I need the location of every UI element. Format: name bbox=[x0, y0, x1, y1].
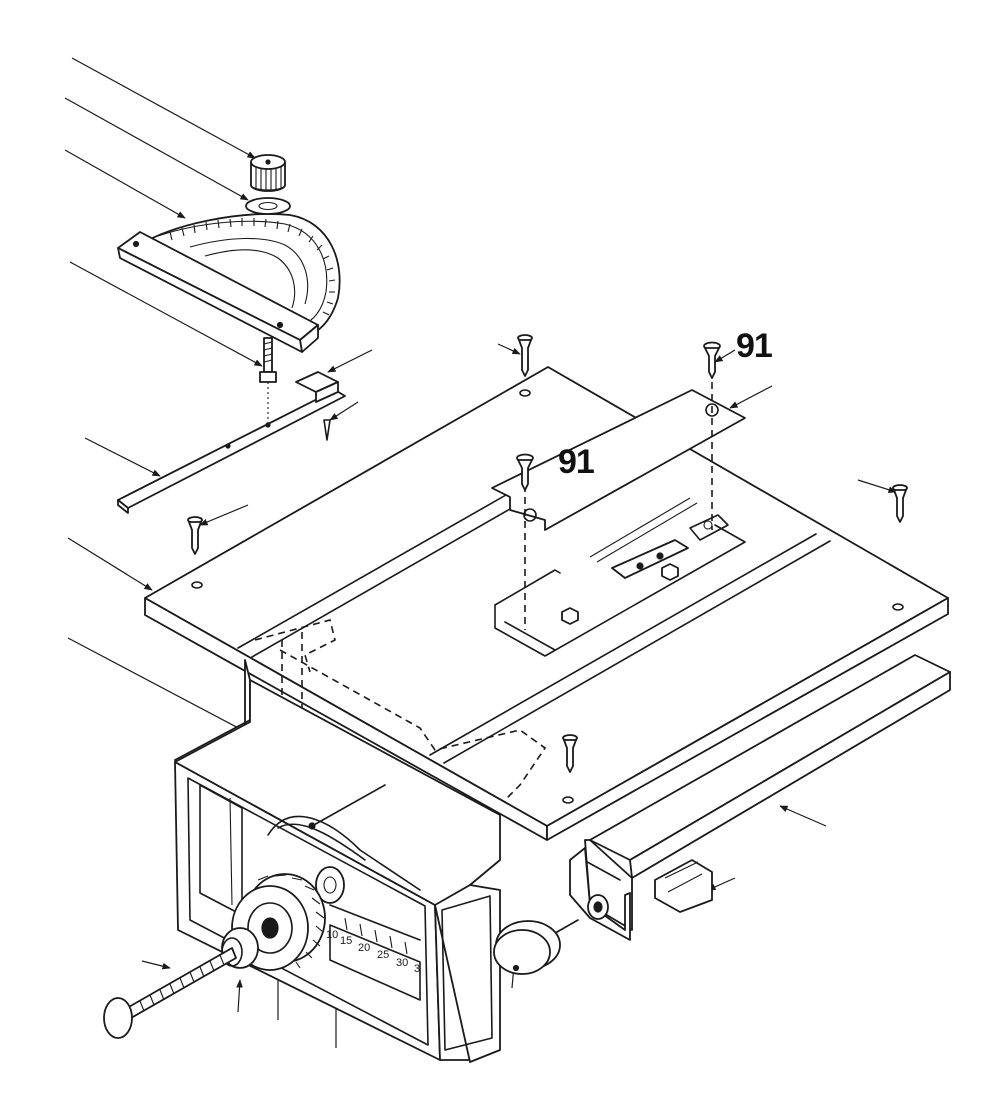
screw-right bbox=[892, 484, 908, 523]
screw-front bbox=[562, 734, 578, 773]
scale-number-30: 30 bbox=[396, 957, 408, 969]
center-screw-callout: 91 bbox=[558, 443, 594, 481]
blade-guard-plate bbox=[491, 389, 746, 531]
washer bbox=[245, 197, 291, 215]
scale-number-10: 10 bbox=[326, 929, 338, 941]
screw-left bbox=[187, 516, 203, 555]
pointer-washer bbox=[315, 866, 345, 904]
protractor-head bbox=[139, 213, 341, 339]
miter-bolt bbox=[259, 337, 277, 383]
miter-slide-bar bbox=[117, 389, 346, 509]
screw-top bbox=[517, 334, 533, 377]
riving-bracket bbox=[611, 539, 689, 579]
screw-91-center bbox=[516, 453, 534, 491]
threaded-rod bbox=[103, 947, 237, 1039]
screw-91-upper bbox=[703, 341, 721, 379]
rip-fence-assembly bbox=[569, 654, 951, 941]
lock-knob bbox=[493, 919, 579, 975]
miter-gauge-assembly bbox=[117, 154, 346, 514]
scale-number-20: 20 bbox=[358, 942, 370, 954]
scale-number-15: 15 bbox=[340, 935, 352, 947]
scale-number-3: 3 bbox=[414, 963, 420, 975]
bevel-handwheel-assembly bbox=[103, 866, 579, 1039]
saw-table bbox=[144, 366, 949, 841]
scale-number-25: 25 bbox=[377, 949, 389, 961]
miter-lock-knob bbox=[250, 154, 286, 192]
upper-screw-callout: 91 bbox=[736, 327, 772, 365]
